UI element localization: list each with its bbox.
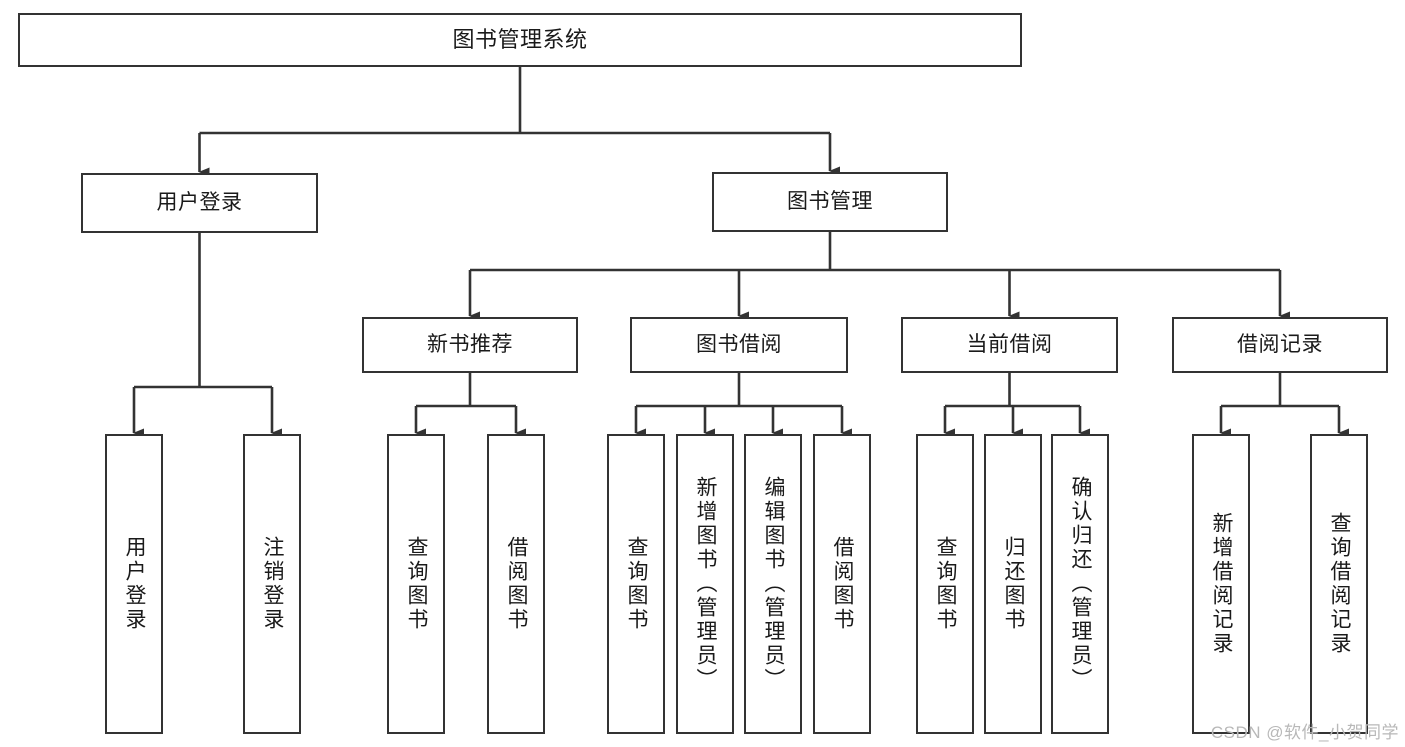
node-label-borrow-record: 借阅记录 xyxy=(1237,332,1323,356)
node-leaf-borrow-book-2[interactable]: 借阅图书 xyxy=(813,434,871,734)
node-label-new-book-recommend: 新书推荐 xyxy=(427,332,513,356)
node-label-leaf-user-login: 用户登录 xyxy=(123,536,147,632)
node-label-leaf-query-record: 查询借阅记录 xyxy=(1328,512,1352,656)
node-book-manage[interactable]: 图书管理 xyxy=(712,172,948,232)
node-label-book-borrow: 图书借阅 xyxy=(696,332,782,356)
node-leaf-query-record[interactable]: 查询借阅记录 xyxy=(1310,434,1368,734)
node-leaf-borrow-book-1[interactable]: 借阅图书 xyxy=(487,434,545,734)
csdn-watermark: CSDN @软件_小贺同学 xyxy=(1210,723,1399,742)
node-leaf-user-logout[interactable]: 注销登录 xyxy=(243,434,301,734)
node-book-borrow[interactable]: 图书借阅 xyxy=(630,317,848,373)
node-label-leaf-user-logout: 注销登录 xyxy=(261,536,285,632)
node-new-book-recommend[interactable]: 新书推荐 xyxy=(362,317,578,373)
node-leaf-edit-book[interactable]: 编辑图书（管理员） xyxy=(744,434,802,734)
node-leaf-return-book[interactable]: 归还图书 xyxy=(984,434,1042,734)
node-root[interactable]: 图书管理系统 xyxy=(18,13,1022,67)
node-user-login[interactable]: 用户登录 xyxy=(81,173,318,233)
node-leaf-confirm-return[interactable]: 确认归还（管理员） xyxy=(1051,434,1109,734)
node-label-leaf-query-book-2: 查询图书 xyxy=(625,536,649,632)
node-label-leaf-borrow-book-2: 借阅图书 xyxy=(831,536,855,632)
node-leaf-query-book-3[interactable]: 查询图书 xyxy=(916,434,974,734)
node-label-current-borrow: 当前借阅 xyxy=(966,332,1053,356)
node-current-borrow[interactable]: 当前借阅 xyxy=(901,317,1118,373)
node-leaf-add-book[interactable]: 新增图书（管理员） xyxy=(676,434,734,734)
node-label-leaf-return-book: 归还图书 xyxy=(1002,536,1026,632)
node-label-leaf-edit-book: 编辑图书（管理员） xyxy=(762,476,786,692)
node-label-leaf-query-book-1: 查询图书 xyxy=(405,536,429,632)
node-label-leaf-borrow-book-1: 借阅图书 xyxy=(505,536,529,632)
node-label-root: 图书管理系统 xyxy=(452,27,588,53)
node-label-leaf-query-book-3: 查询图书 xyxy=(934,536,958,632)
node-borrow-record[interactable]: 借阅记录 xyxy=(1172,317,1388,373)
node-leaf-query-book-1[interactable]: 查询图书 xyxy=(387,434,445,734)
node-leaf-query-book-2[interactable]: 查询图书 xyxy=(607,434,665,734)
node-label-leaf-add-record: 新增借阅记录 xyxy=(1210,512,1234,656)
node-leaf-user-login[interactable]: 用户登录 xyxy=(105,434,163,734)
node-label-leaf-add-book: 新增图书（管理员） xyxy=(694,476,718,692)
node-label-book-manage: 图书管理 xyxy=(787,189,873,213)
node-leaf-add-record[interactable]: 新增借阅记录 xyxy=(1192,434,1250,734)
node-label-user-login: 用户登录 xyxy=(156,190,243,214)
node-label-leaf-confirm-return: 确认归还（管理员） xyxy=(1069,476,1093,692)
